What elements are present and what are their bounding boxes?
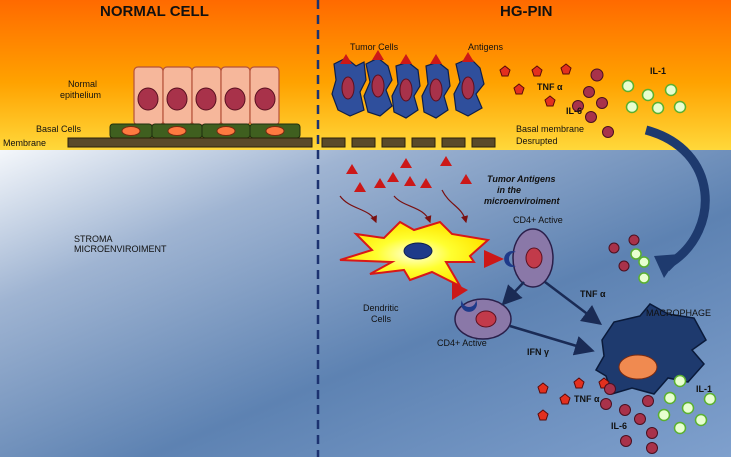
tumor-antigens-stroma xyxy=(346,156,472,192)
antigen-uptake-arrows xyxy=(339,189,469,224)
label-il1-top: IL-1 xyxy=(650,66,666,76)
label-basal-membrane-disrupted: Desrupted xyxy=(516,136,558,146)
label-dendritic-line2: Cells xyxy=(371,314,392,324)
label-stroma-line1: STROMA xyxy=(74,234,113,244)
cytokines-bottom xyxy=(537,374,717,454)
label-tnf-alpha-bottom: TNF α xyxy=(574,394,600,404)
label-stroma-line2: MICROENVIROIMENT xyxy=(74,244,167,254)
label-membrane: Membrane xyxy=(3,138,46,148)
label-tumor-cells: Tumor Cells xyxy=(350,42,399,52)
basement-membrane xyxy=(67,137,313,148)
label-antigens: Antigens xyxy=(468,42,504,52)
disrupted-basal-membrane xyxy=(321,137,496,148)
cytokines-right xyxy=(608,234,650,284)
tumor-cell xyxy=(331,54,367,117)
label-macrophage: MACROPHAGE xyxy=(646,308,711,318)
label-cd4-active-bottom: CD4+ Active xyxy=(437,338,487,348)
label-normal-epithelium-line2: epithelium xyxy=(60,90,101,100)
label-tumor-antigens-line2: in the xyxy=(497,185,521,195)
header-normal-cell: NORMAL CELL xyxy=(100,3,209,20)
label-tumor-antigens-line1: Tumor Antigens xyxy=(487,174,556,184)
label-tnf-alpha-top: TNF α xyxy=(537,82,563,92)
label-dendritic-line1: Dendritic xyxy=(363,303,399,313)
migration-arrowhead xyxy=(654,254,680,278)
epithelial-cell xyxy=(133,66,164,126)
label-tumor-antigens-line3: microenviroiment xyxy=(484,196,561,206)
label-il6-top: IL-6 xyxy=(566,106,582,116)
label-cd4-active-top: CD4+ Active xyxy=(513,215,563,225)
cytokines-top xyxy=(499,63,687,138)
label-normal-epithelium-line1: Normal xyxy=(68,79,97,89)
epithelial-cell xyxy=(191,66,222,126)
tumor-cell xyxy=(363,50,393,117)
tumor-cell xyxy=(421,54,451,119)
tumor-cell xyxy=(453,52,485,117)
label-ifn-gamma: IFN γ xyxy=(527,347,549,357)
label-il6-bottom: IL-6 xyxy=(611,421,627,431)
epithelial-cell xyxy=(220,66,251,126)
label-tnf-alpha-mid: TNF α xyxy=(580,289,606,299)
cd4-cell-top xyxy=(504,228,554,288)
label-basal-membrane: Basal membrane xyxy=(516,124,584,134)
macrophage xyxy=(594,303,707,395)
label-basal-cells: Basal Cells xyxy=(36,124,82,134)
activation-arrows xyxy=(501,281,602,356)
tumor-cells xyxy=(331,50,485,119)
epithelial-cell xyxy=(162,66,193,126)
label-il1-bottom: IL-1 xyxy=(696,384,712,394)
dendritic-cell xyxy=(339,220,504,300)
epithelial-cell xyxy=(249,66,280,126)
cd4-cell-bottom xyxy=(454,298,512,340)
migration-arrow xyxy=(644,125,710,272)
tumor-cell xyxy=(391,54,421,119)
basal-cells xyxy=(109,123,301,139)
header-hg-pin: HG-PIN xyxy=(500,3,553,20)
normal-epithelium-cells xyxy=(133,66,280,126)
